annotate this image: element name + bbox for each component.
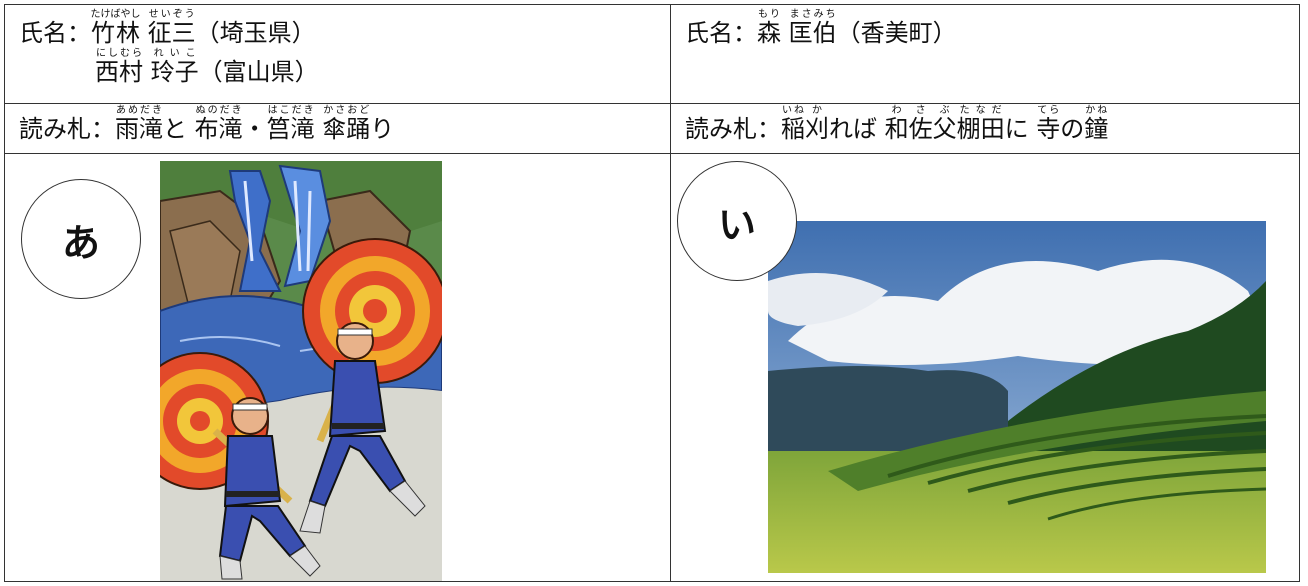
ruby-word: 西村にしむら (95, 48, 143, 86)
furigana: れいこ (150, 48, 199, 59)
umbrella-dance-illustration (160, 161, 442, 581)
ruby-word: 匡伯まさみち (788, 9, 837, 47)
furigana: たけばやし (90, 9, 141, 20)
ruby-word: 佐さ (908, 105, 933, 143)
ruby-word: 棚田たなだ (956, 105, 1005, 143)
furigana: まさみち (788, 9, 837, 20)
furigana: いね (781, 105, 805, 116)
furigana: もり (757, 9, 781, 20)
column-divider (670, 5, 671, 581)
karuta-table: 氏名：竹林たけばやし 征三せいぞう（埼玉県） 西村にしむら 玲子れいこ（富山県）… (4, 4, 1300, 582)
marker-a: あ (21, 179, 141, 299)
left-name-2: 西村にしむら 玲子れいこ（富山県） (95, 48, 319, 86)
left-reading-label: 読み札： (19, 115, 115, 143)
ruby-word: 刈か (805, 105, 829, 143)
ruby-word: 布滝ぬのだき (194, 105, 243, 143)
right-name-row-1: 氏名：森もり 匡伯まさみち（香美町） (685, 9, 957, 48)
furigana: さ (908, 105, 933, 116)
right-reading-cell: 読み札：稲いね刈かれば 和わ佐さ父ぶ棚田たなだに 寺てらの鐘かね (685, 105, 1108, 144)
ruby-word: 父ぶ (932, 105, 957, 143)
right-reading-label: 読み札： (685, 115, 781, 143)
right-name-label: 氏名： (685, 19, 757, 47)
row-divider-1 (5, 103, 1299, 104)
left-name-1: 竹林たけばやし 征三せいぞう（埼玉県） (90, 9, 316, 47)
right-name-cell: 氏名：森もり 匡伯まさみち（香美町） (685, 9, 957, 48)
ruby-word: 征三せいぞう (147, 9, 196, 47)
left-name-row-2: 西村にしむら 玲子れいこ（富山県） (19, 48, 319, 87)
furigana: か (805, 105, 829, 116)
furigana: てら (1036, 105, 1061, 116)
right-name-1: 森もり 匡伯まさみち（香美町） (757, 9, 957, 47)
ruby-word: 稲いね (781, 105, 805, 143)
left-reading-text: 雨滝あめだきと 布滝ぬのだき・筥滝はこだき 傘踊かさおどり (115, 105, 395, 143)
furigana: たなだ (956, 105, 1005, 116)
left-name-label: 氏名： (19, 19, 91, 47)
ruby-word: 竹林たけばやし (90, 9, 141, 47)
furigana: せいぞう (147, 9, 196, 20)
furigana: あめだき (115, 105, 163, 116)
ruby-word: 雨滝あめだき (115, 105, 163, 143)
left-name-row-1: 氏名：竹林たけばやし 征三せいぞう（埼玉県） (19, 9, 319, 48)
row-divider-2 (5, 153, 1299, 154)
furigana: わ (884, 105, 909, 116)
furigana: ぶ (932, 105, 957, 116)
furigana: にしむら (95, 48, 143, 59)
furigana: ぬのだき (194, 105, 243, 116)
ruby-word: 森もり (757, 9, 781, 47)
right-reading-text: 稲いね刈かれば 和わ佐さ父ぶ棚田たなだに 寺てらの鐘かね (781, 105, 1109, 143)
ruby-word: 鐘かね (1084, 105, 1109, 143)
left-name-cell: 氏名：竹林たけばやし 征三せいぞう（埼玉県） 西村にしむら 玲子れいこ（富山県） (19, 9, 319, 87)
furigana: かさおど (322, 105, 371, 116)
ruby-word: 筥滝はこだき (266, 105, 315, 143)
rice-terrace-photo (768, 221, 1266, 573)
ruby-word: 和わ (884, 105, 909, 143)
furigana: かね (1084, 105, 1109, 116)
ruby-word: 寺てら (1036, 105, 1061, 143)
ruby-word: 傘踊かさおど (322, 105, 371, 143)
ruby-word: 玲子れいこ (150, 48, 199, 86)
left-reading-cell: 読み札：雨滝あめだきと 布滝ぬのだき・筥滝はこだき 傘踊かさおどり (19, 105, 394, 144)
marker-i: い (677, 161, 797, 281)
furigana: はこだき (266, 105, 315, 116)
